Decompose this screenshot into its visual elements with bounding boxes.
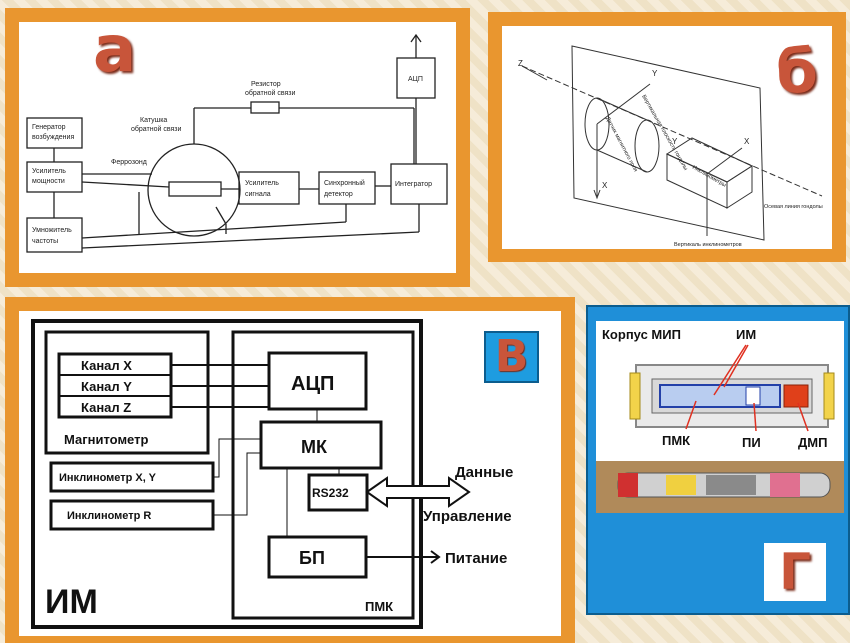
panel-g: Корпус МИП ИМ ПМК ПИ ДМП Г xyxy=(586,305,850,615)
integrator-label: Интегратор xyxy=(395,181,432,188)
pi-label: ПИ xyxy=(742,435,761,450)
rs232-label: RS232 xyxy=(312,486,349,500)
panel-a: Генератор возбуждения Усилитель мощности… xyxy=(5,8,470,287)
im-block-diagram: Канал X Канал Y Канал Z Магнитометр АЦП … xyxy=(19,311,561,636)
svg-text:обратной связи: обратной связи xyxy=(131,125,181,133)
im-label: ИМ xyxy=(736,327,756,342)
inclinometer-r-label: Инклинометр R xyxy=(67,510,151,522)
panel-letter-g: Г xyxy=(764,543,826,601)
svg-text:частоты: частоты xyxy=(32,238,58,245)
inclinometer-label: Инклинометры xyxy=(691,165,727,189)
power-label: Питание xyxy=(445,550,507,567)
vertical-plane-label: Вертикальная плоскость гондолы xyxy=(640,94,688,172)
channel-y-label: Канал Y xyxy=(81,379,132,394)
multiplier-label: Умножитель xyxy=(32,227,72,234)
im-label: ИМ xyxy=(45,583,98,621)
adc-label: АЦП xyxy=(408,76,423,83)
coil-label: Катушка xyxy=(140,117,167,124)
svg-text:детектор: детектор xyxy=(324,191,353,198)
signal-amp-label: Усилитель xyxy=(245,180,279,187)
resistor-label: Резистор xyxy=(251,81,281,88)
axis-z-label: Z xyxy=(518,59,523,68)
channel-x-label: Канал X xyxy=(81,358,132,373)
inclinometer-xy-label: Инклинометр X, Y xyxy=(59,472,157,484)
body-label: Корпус МИП xyxy=(602,327,681,342)
panel-letter-a: а xyxy=(93,18,136,82)
vertical-incl-label: Вертикаль инклинометров xyxy=(674,242,742,248)
axis-x2-label: X xyxy=(744,137,750,146)
axis-x1-label: X xyxy=(602,181,608,190)
panel-v: Канал X Канал Y Канал Z Магнитометр АЦП … xyxy=(5,297,575,643)
panel-b: Z Y X Y X Вертикальная плоскость гондолы… xyxy=(488,12,846,262)
magnetometer-label: Магнитометр xyxy=(64,432,148,447)
sync-detector-label: Синхронный xyxy=(324,179,365,187)
panel-letter-v: В xyxy=(484,331,539,383)
fluxgate-block-diagram: Генератор возбуждения Усилитель мощности… xyxy=(19,22,456,273)
adc-label: АЦП xyxy=(291,373,334,395)
bp-label: БП xyxy=(299,548,325,568)
axis-line-label: Осевая линия гондолы xyxy=(764,204,823,210)
pmk-label: ПМК xyxy=(662,433,690,448)
svg-text:сигнала: сигнала xyxy=(245,191,271,198)
mk-label: МК xyxy=(301,437,328,457)
dmp-label: ДМП xyxy=(798,435,827,450)
generator-label: Генератор xyxy=(32,124,66,131)
mip-housing-diagram: Корпус МИП ИМ ПМК ПИ ДМП xyxy=(596,321,844,513)
sensor-label: Датчик магнитного поля xyxy=(604,116,638,173)
axis-y1-label: Y xyxy=(652,69,658,78)
svg-text:возбуждения: возбуждения xyxy=(32,133,74,141)
power-amp-label: Усилитель xyxy=(32,168,66,175)
pmk-label: ПМК xyxy=(365,599,393,614)
channel-z-label: Канал Z xyxy=(81,400,131,415)
panel-letter-b: б xyxy=(776,42,818,102)
ferrozond-label: Феррозонд xyxy=(111,159,147,166)
data-label: Данные xyxy=(455,464,513,481)
svg-text:мощности: мощности xyxy=(32,178,65,185)
svg-text:обратной связи: обратной связи xyxy=(245,89,295,97)
control-label: Управление xyxy=(423,508,512,525)
